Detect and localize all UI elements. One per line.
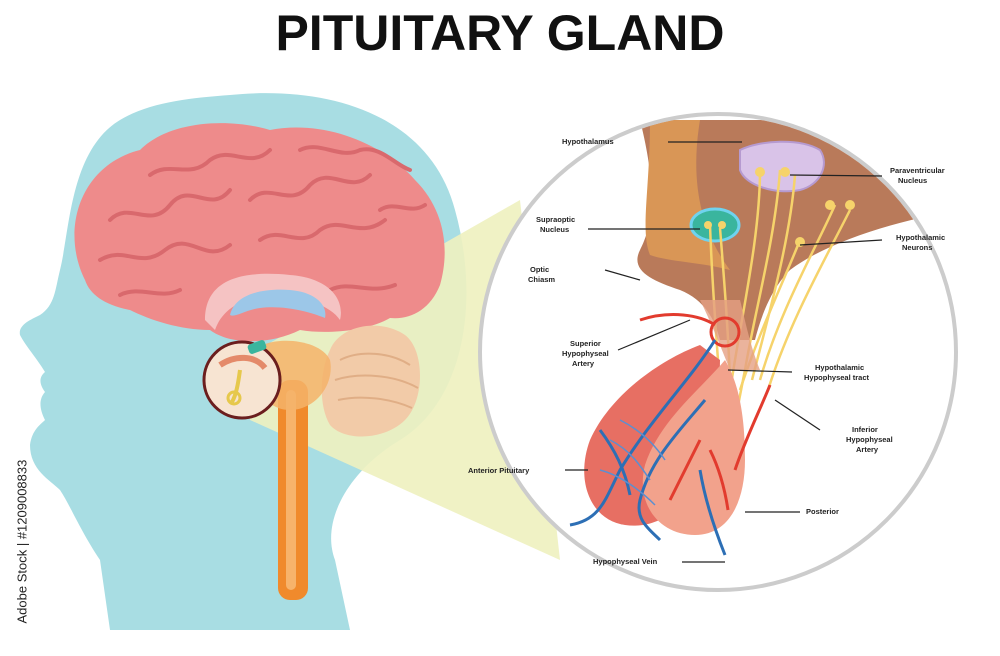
corpus-callosum <box>205 273 341 330</box>
label-optic-chiasm: Optic <box>530 265 549 274</box>
ventricle <box>230 289 326 318</box>
label-inferior-artery-2: Hypophyseal <box>846 435 893 444</box>
label-optic-chiasm-2: Chiasm <box>528 275 555 284</box>
label-supraoptic: Supraoptic <box>536 215 575 224</box>
label-posterior: Posterior <box>806 507 839 516</box>
label-hypothalamic-neurons-2: Neurons <box>902 243 932 252</box>
label-superior-artery-2: Hypophyseal <box>562 349 609 358</box>
label-inferior-artery-3: Artery <box>856 445 879 454</box>
posterior-lobe <box>642 360 745 535</box>
label-paraventricular: Paraventricular <box>890 166 945 175</box>
label-anterior-pituitary: Anterior Pituitary <box>468 466 530 475</box>
label-paraventricular-2: Nucleus <box>898 176 927 185</box>
label-tract: Hypothalamic <box>815 363 864 372</box>
label-hypothalamus: Hypothalamus <box>562 137 614 146</box>
label-supraoptic-2: Nucleus <box>540 225 569 234</box>
label-superior-artery-3: Artery <box>572 359 595 368</box>
brain-illustration <box>74 123 445 600</box>
label-superior-artery: Superior <box>570 339 601 348</box>
magnifier-circle <box>202 340 282 420</box>
page-title: PITUITARY GLAND <box>275 5 725 61</box>
label-hypophyseal-vein: Hypophyseal Vein <box>593 557 658 566</box>
label-hypothalamic-neurons: Hypothalamic <box>896 233 945 242</box>
cerebellum <box>321 325 420 437</box>
zoom-circle <box>478 112 958 592</box>
label-inferior-artery: Inferior <box>852 425 878 434</box>
leader-lines <box>565 141 883 563</box>
diagram-labels: Hypothalamus Paraventricular Nucleus Sup… <box>468 137 945 566</box>
label-tract-2: Hypophyseal tract <box>804 373 870 382</box>
